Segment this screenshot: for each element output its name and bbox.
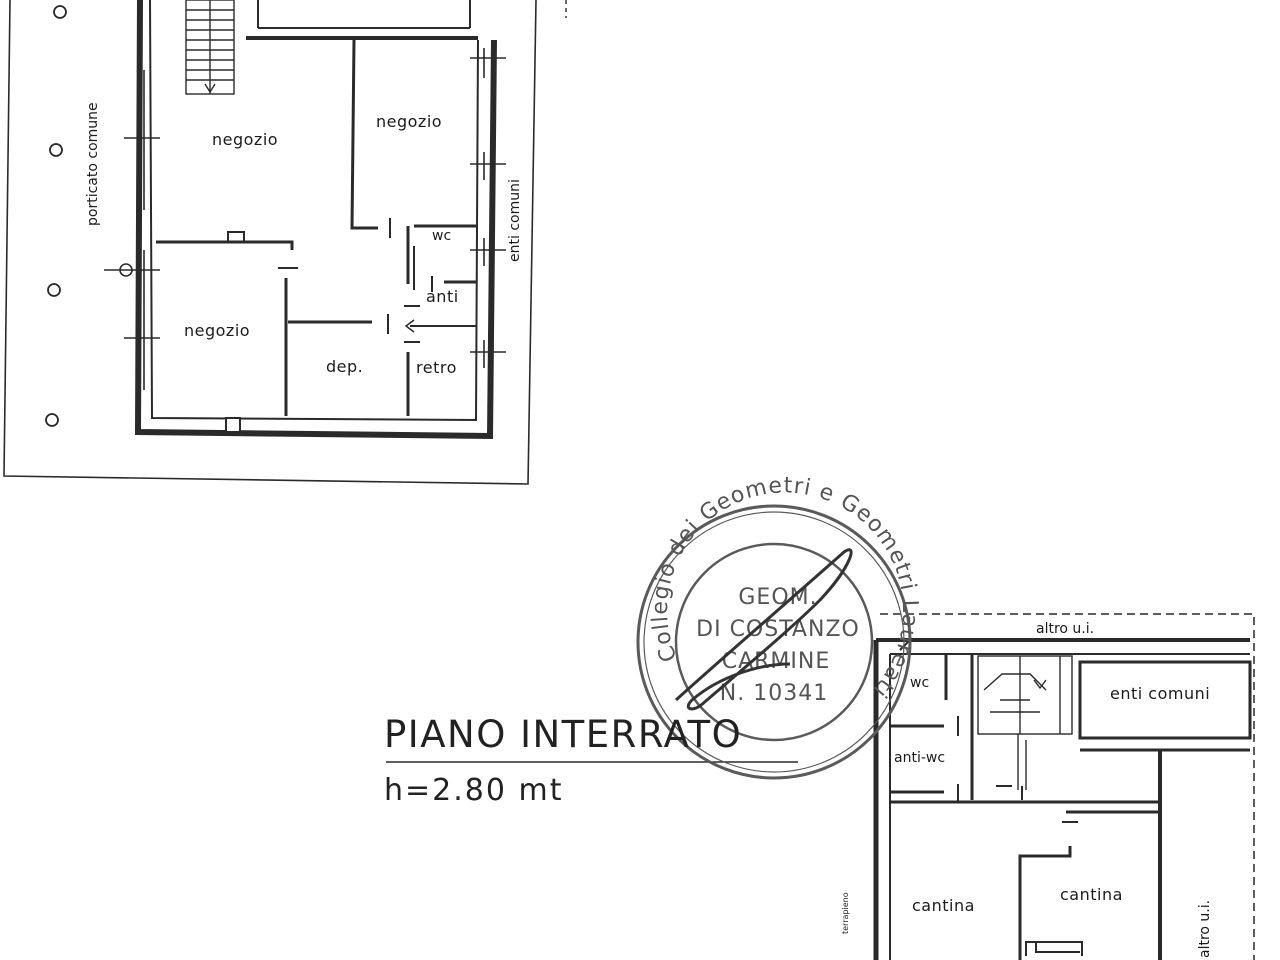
stamp-line-1: GEOM. (738, 585, 817, 610)
room-wc-upper: wc (432, 228, 452, 244)
portico-columns (45, 5, 67, 427)
upper-staircase (185, 0, 235, 95)
room-negozio-left: negozio (184, 321, 251, 340)
room-anti: anti (426, 287, 459, 306)
lower-floor-plan (386, 613, 1255, 960)
stamp-line-4: N. 10341 (720, 681, 828, 706)
lower-staircase (977, 655, 1073, 790)
signature-scribble (674, 548, 853, 711)
room-enti-comuni: enti comuni (1110, 684, 1211, 703)
room-negozio-center: negozio (212, 130, 279, 149)
stamp-line-3: CARMINE (722, 649, 831, 674)
enti-comuni-room (1078, 660, 1252, 740)
upper-outer-wall (134, 0, 497, 440)
label-altro-ui-side: altro u.i. (1197, 899, 1213, 958)
upper-floor-plan (3, 0, 567, 485)
label-porticato-comune: porticato comune (85, 102, 101, 226)
room-dep: dep. (326, 357, 364, 376)
room-retro: retro (416, 358, 457, 377)
upper-inner-wall-line (149, 0, 479, 422)
label-enti-comuni-side: enti comuni (507, 179, 523, 262)
upper-sheet-border (3, 0, 537, 485)
room-wc-lower: wc (910, 675, 930, 691)
plan-height-note: h=2.80 mt (384, 773, 564, 808)
room-anti-wc: anti-wc (894, 750, 946, 766)
upper-left-windows (104, 70, 160, 390)
room-cantina-right: cantina (1060, 885, 1123, 904)
room-cantina-left: cantina (912, 896, 975, 915)
upper-right-windows (470, 48, 506, 368)
room-negozio-right: negozio (376, 112, 443, 131)
label-terrapieno: terrapieno (841, 892, 850, 934)
room-altro-ui-top: altro u.i. (1036, 621, 1095, 637)
lower-dashed-boundary (880, 613, 1255, 960)
plan-title: PIANO INTERRATO (384, 713, 743, 756)
